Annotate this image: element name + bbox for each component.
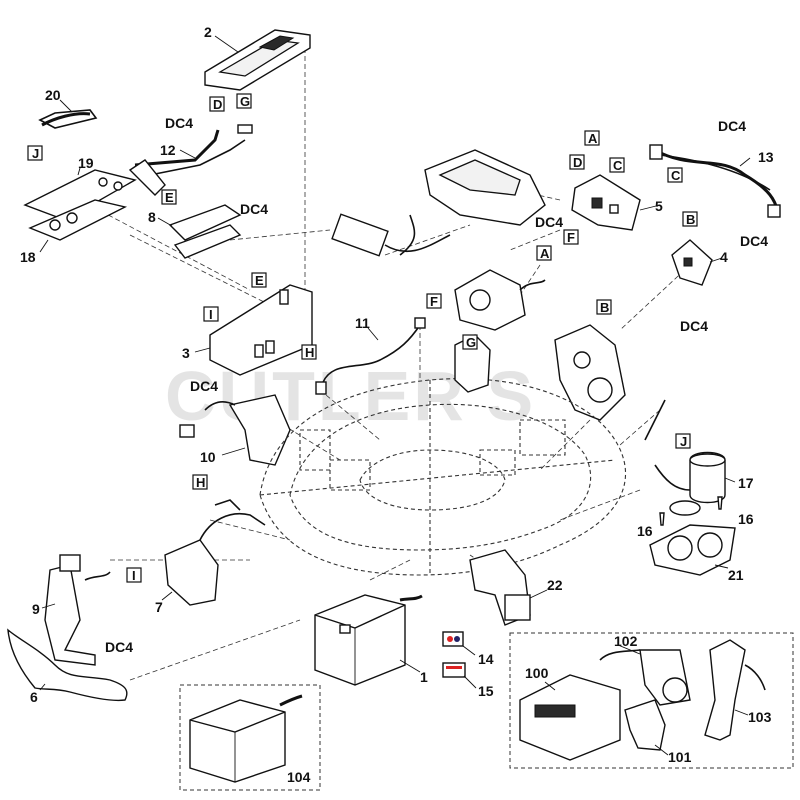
part-4-circuit-board xyxy=(671,239,723,286)
part-20-ribbon-cable xyxy=(38,99,98,129)
callout-numbers: 2 20 19 18 12 8 3 10 11 5 13 4 17 16 16 … xyxy=(20,24,774,785)
connector-f-1: F xyxy=(567,230,575,245)
battery-option-box xyxy=(179,684,321,791)
part-10-bracket xyxy=(179,394,291,466)
part-15-label xyxy=(442,662,477,689)
part-104-battery xyxy=(189,694,303,783)
callout-7: 7 xyxy=(155,599,163,615)
connector-c-2: C xyxy=(671,168,681,183)
part-100-battery-pack xyxy=(519,674,621,761)
dc4-labels: DC4 DC4 DC4 DC4 DC4 DC4 DC4 DC4 xyxy=(105,115,768,655)
callout-19: 19 xyxy=(78,155,94,171)
part-102-gearbox xyxy=(599,644,691,706)
part-9-flat-cable xyxy=(41,554,111,666)
callout-6: 6 xyxy=(30,689,38,705)
callout-15: 15 xyxy=(478,683,494,699)
callout-1: 1 xyxy=(420,669,428,685)
connector-g-2: G xyxy=(466,335,476,350)
dc4-label-4: DC4 xyxy=(718,118,746,134)
callout-14: 14 xyxy=(478,651,494,667)
connector-h-1: H xyxy=(305,345,314,360)
connector-f-2: F xyxy=(430,294,438,309)
callout-18: 18 xyxy=(20,249,36,265)
assembly-lines xyxy=(79,40,691,681)
part-103-flat-cable xyxy=(704,639,766,741)
connector-c-1: C xyxy=(613,158,623,173)
part-5-circuit-board xyxy=(571,174,661,231)
callout-2: 2 xyxy=(204,24,212,40)
dc4-label-1: DC4 xyxy=(165,115,193,131)
part-6-skid-plate xyxy=(7,628,128,702)
dc4-label-3: DC4 xyxy=(535,214,563,230)
dc4-label-8: DC4 xyxy=(105,639,133,655)
part-2-top-cover xyxy=(204,29,311,91)
part-1-battery xyxy=(314,594,423,686)
part-101-bracket xyxy=(624,699,669,756)
connector-j-2: J xyxy=(680,434,687,449)
callout-20: 20 xyxy=(45,87,61,103)
connector-g-1: G xyxy=(240,94,250,109)
callout-100: 100 xyxy=(525,665,549,681)
connector-i-1: I xyxy=(209,307,213,322)
connector-i-2: I xyxy=(132,568,136,583)
part-18-seal xyxy=(28,199,128,253)
callout-11: 11 xyxy=(355,315,370,331)
callout-10: 10 xyxy=(200,449,216,465)
dc4-label-5: DC4 xyxy=(740,233,768,249)
dc4-label-7: DC4 xyxy=(190,378,218,394)
part-16-screws xyxy=(659,496,723,526)
connector-a-1: A xyxy=(588,131,598,146)
connector-b-1: B xyxy=(686,212,695,227)
display-housing xyxy=(331,149,546,257)
callout-17: 17 xyxy=(738,475,754,491)
accessory-group-box xyxy=(509,632,794,769)
callout-102: 102 xyxy=(614,633,638,649)
callout-101: 101 xyxy=(668,749,692,765)
connector-j-1: J xyxy=(32,146,39,161)
drive-motor-right xyxy=(554,324,626,421)
part-22-bracket xyxy=(469,549,548,626)
connector-a-2: A xyxy=(540,246,550,261)
part-17-coil xyxy=(644,399,736,516)
callout-103: 103 xyxy=(748,709,772,725)
part-12-harness xyxy=(128,124,253,196)
callout-4: 4 xyxy=(720,249,728,265)
dc4-label-6: DC4 xyxy=(680,318,708,334)
part-7-frame xyxy=(161,499,266,606)
drive-motor-left xyxy=(454,269,546,331)
callout-8: 8 xyxy=(148,209,156,225)
callout-13: 13 xyxy=(758,149,774,165)
connector-b-2: B xyxy=(600,300,609,315)
connector-h-2: H xyxy=(196,475,205,490)
callout-12: 12 xyxy=(160,142,176,158)
connector-e-2: E xyxy=(255,273,264,288)
part-3-main-plate xyxy=(194,284,313,376)
callout-3: 3 xyxy=(182,345,190,361)
part-8-ribbon-cable xyxy=(157,204,242,259)
dc4-label-2: DC4 xyxy=(240,201,268,217)
connector-d-2: D xyxy=(573,155,582,170)
callout-16b: 16 xyxy=(637,523,653,539)
connector-letters: D G J E A D C C F B A E I F B G H J H xyxy=(27,93,698,583)
callout-16a: 16 xyxy=(738,511,754,527)
connector-e-1: E xyxy=(165,190,174,205)
part-13-harness xyxy=(649,144,781,218)
connector-d-1: D xyxy=(213,97,222,112)
part-14-label xyxy=(442,631,476,656)
callout-9: 9 xyxy=(32,601,40,617)
callout-104: 104 xyxy=(287,769,311,785)
part-19-panel xyxy=(23,167,137,221)
part-11-cable xyxy=(315,317,426,395)
callout-21: 21 xyxy=(728,567,744,583)
part-21-mounting-plate xyxy=(649,524,736,576)
callout-22: 22 xyxy=(547,577,563,593)
callout-5: 5 xyxy=(655,198,663,214)
